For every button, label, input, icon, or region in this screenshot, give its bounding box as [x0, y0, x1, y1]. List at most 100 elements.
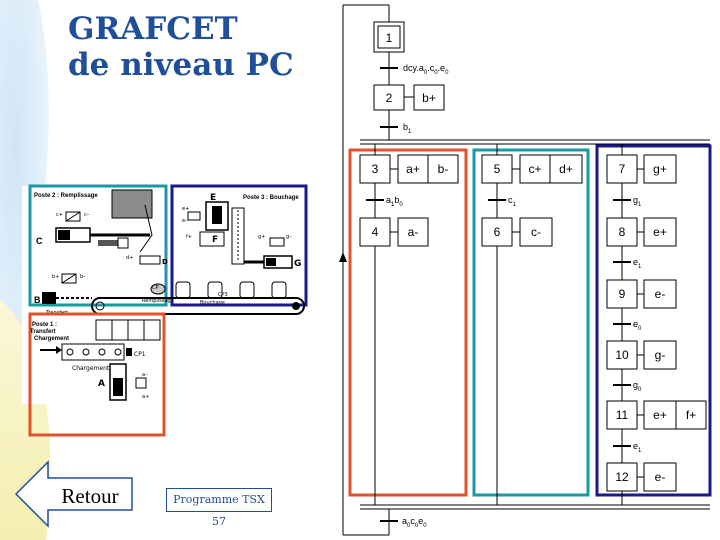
svg-text:e1: e1	[633, 257, 642, 270]
svg-text:D: D	[162, 258, 168, 266]
loop-arrow	[339, 252, 347, 262]
svg-text:5: 5	[494, 162, 501, 176]
label-c: C	[36, 236, 43, 246]
retour-button[interactable]	[14, 460, 136, 528]
svg-text:g+: g+	[653, 162, 667, 176]
svg-text:A: A	[98, 379, 105, 389]
svg-text:c-: c-	[531, 225, 541, 239]
poste3-frame	[170, 184, 308, 307]
svg-text:b-: b-	[438, 162, 449, 176]
svg-text:c–: c–	[84, 212, 90, 218]
svg-text:Chargement: Chargement	[72, 365, 110, 372]
programme-tsx57-button[interactable]: Programme TSX 57	[166, 488, 272, 528]
svg-text:g+: g+	[258, 234, 265, 240]
svg-text:e1: e1	[633, 441, 642, 454]
svg-text:e-: e-	[655, 470, 666, 484]
svg-text:F: F	[212, 235, 218, 245]
svg-text:Poste 3 : Bouchage: Poste 3 : Bouchage	[243, 195, 299, 201]
svg-text:8: 8	[619, 225, 626, 239]
svg-text:Chargement: Chargement	[34, 336, 69, 342]
step-10-action	[643, 340, 677, 370]
svg-text:Bouchage: Bouchage	[200, 300, 225, 306]
retour-label[interactable]: Retour	[61, 484, 119, 508]
svg-text:g-: g-	[655, 348, 666, 362]
frame-poste3-steps	[595, 144, 712, 497]
svg-text:e+: e+	[653, 225, 667, 239]
svg-text:G: G	[294, 259, 301, 269]
poste1-frame	[28, 312, 166, 437]
step-11	[606, 400, 638, 430]
svg-text:CP: CP	[152, 285, 159, 291]
svg-text:11: 11	[616, 408, 629, 422]
svg-text:e–: e–	[182, 218, 188, 224]
svg-text:a0c0e0: a0c0e0	[402, 516, 427, 529]
step-11-action-2	[675, 400, 707, 430]
step-4-action	[397, 217, 429, 247]
step-2-action	[413, 84, 445, 111]
svg-text:10: 10	[615, 348, 629, 362]
step-8-action	[643, 217, 677, 247]
step-5	[481, 154, 513, 184]
page-title-line-1: GRAFCET	[68, 11, 238, 47]
step-1	[373, 21, 405, 53]
svg-text:e+: e+	[182, 206, 189, 212]
svg-text:f+: f+	[186, 234, 192, 240]
svg-text:e-: e-	[655, 287, 666, 301]
svg-text:b+: b+	[422, 91, 436, 105]
svg-text:4: 4	[372, 225, 379, 239]
svg-text:Poste 1 :: Poste 1 :	[32, 322, 57, 328]
svg-text:e0: e0	[633, 319, 642, 332]
step-12-action	[643, 462, 677, 492]
svg-text:e+: e+	[653, 408, 667, 422]
svg-text:g1: g1	[633, 195, 642, 208]
svg-text:b+: b+	[52, 274, 59, 280]
svg-text:12: 12	[615, 470, 629, 484]
tank-remplissage	[111, 189, 153, 219]
svg-text:c+: c+	[56, 212, 63, 218]
frame-poste1-steps	[348, 148, 468, 497]
step-5-action-2	[549, 154, 583, 184]
step-7-action	[643, 154, 677, 184]
conveyor	[91, 297, 305, 315]
svg-text:3: 3	[372, 162, 379, 176]
transition-dcy-label: dcy.a0.c0.e0	[403, 63, 449, 76]
step-3	[359, 154, 391, 184]
frame-poste2-steps	[472, 148, 590, 497]
cylinder-d	[139, 255, 161, 265]
svg-text:CP1: CP1	[134, 351, 146, 358]
svg-text:CP3: CP3	[218, 292, 228, 298]
svg-text:Transfert: Transfert	[30, 329, 56, 335]
svg-text:c1: c1	[508, 195, 517, 208]
svg-text:7: 7	[619, 162, 626, 176]
step-5-action-1	[519, 154, 551, 184]
step-11-action-1	[643, 400, 677, 430]
poste2-frame	[28, 184, 168, 307]
svg-text:a1b0: a1b0	[386, 195, 403, 208]
step-2	[373, 84, 405, 111]
loading-rack	[61, 343, 125, 361]
svg-text:Remplissage: Remplissage	[142, 298, 174, 304]
step-3-action-1	[397, 154, 429, 184]
svg-text:9: 9	[619, 287, 626, 301]
svg-text:a-: a-	[408, 225, 419, 239]
svg-text:f+: f+	[686, 408, 696, 422]
svg-text:a–: a–	[142, 372, 148, 378]
step-9	[606, 279, 638, 309]
page-title-line-2: de niveau PC	[68, 47, 294, 83]
step-1-label: 1	[386, 31, 393, 45]
svg-text:B: B	[34, 295, 41, 305]
svg-text:b1: b1	[403, 122, 412, 135]
step-7	[606, 154, 638, 184]
svg-text:g–: g–	[286, 234, 292, 240]
svg-text:b–: b–	[80, 274, 86, 280]
step-3-action-2	[427, 154, 459, 184]
svg-text:6: 6	[494, 225, 501, 239]
svg-text:a+: a+	[406, 162, 420, 176]
step-6-action	[519, 217, 553, 247]
svg-text:g0: g0	[633, 380, 642, 393]
svg-text:c+: c+	[528, 162, 541, 176]
step-9-action	[643, 279, 677, 309]
svg-text:d+: d+	[559, 162, 573, 176]
cylinder-b	[42, 292, 56, 304]
